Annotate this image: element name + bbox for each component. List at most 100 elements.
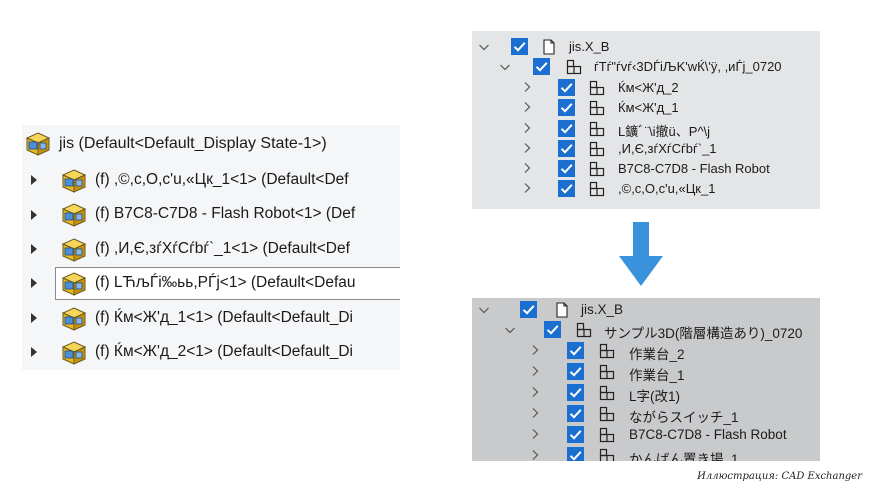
chevron-down-icon[interactable] (478, 42, 490, 52)
tree-item[interactable]: ,©,c,O,c'u,«Цк_1 (472, 179, 820, 199)
expand-arrow-icon[interactable] (31, 175, 37, 186)
check-icon (511, 38, 528, 55)
chevron-right-icon[interactable] (522, 81, 532, 93)
checkbox[interactable] (558, 180, 575, 197)
tree-item[interactable]: (f) ,©,c,O,c'u,«Цк_1<1> (Default<Def (22, 163, 400, 197)
image-caption: Иллюстрация: CAD Exchanger (697, 471, 862, 482)
chevron-right-icon[interactable] (530, 449, 540, 461)
tree-item[interactable]: B7C8-C7D8 - Flash Robot (472, 159, 820, 179)
checkbox[interactable] (511, 38, 528, 55)
assembly-icon (589, 181, 605, 197)
check-icon (567, 426, 584, 443)
chevron-right-icon[interactable] (530, 428, 540, 440)
chevron-down-icon[interactable] (499, 62, 511, 72)
tree-item[interactable]: 作業台_1 (472, 362, 820, 383)
checkbox[interactable] (520, 301, 537, 318)
assembly-icon (599, 427, 615, 443)
tree-item[interactable]: L字(改1) (472, 383, 820, 404)
tree-item-label: (f) B7C8-C7D8 - Flash Robot<1> (Def (95, 205, 356, 223)
checkbox[interactable] (567, 447, 584, 461)
expand-arrow-icon[interactable] (31, 347, 37, 358)
chevron-right-icon[interactable] (522, 142, 532, 154)
tree-assembly[interactable]: サンプル3D(階層構造あり)_0720 (472, 320, 820, 341)
check-icon (533, 58, 550, 75)
tree-item[interactable]: ながらスイッチ_1 (472, 404, 820, 425)
checkbox[interactable] (558, 79, 575, 96)
chevron-right-icon[interactable] (530, 386, 540, 398)
checkbox[interactable] (533, 58, 550, 75)
checkbox[interactable] (558, 99, 575, 116)
checkbox[interactable] (567, 384, 584, 401)
tree-root-label: jis.X_B (569, 39, 610, 54)
checkbox[interactable] (567, 342, 584, 359)
chevron-down-icon[interactable] (504, 325, 516, 335)
check-icon (567, 447, 584, 461)
chevron-right-icon[interactable] (530, 407, 540, 419)
tree-item-label: (f) LЋљЃі‰ьь,PЃj<1> (Default<Defau (95, 274, 356, 292)
assembly-icon (589, 121, 605, 137)
assembly-icon (566, 59, 582, 75)
check-icon (567, 405, 584, 422)
checkbox[interactable] (567, 405, 584, 422)
tree-item[interactable]: L鑛ﾞ¨\i撤ü、P^\j (472, 119, 820, 139)
tree-item[interactable]: B7C8-C7D8 - Flash Robot (472, 425, 820, 445)
assembly-icon (24, 131, 52, 157)
chevron-right-icon[interactable] (522, 101, 532, 113)
tree-item[interactable]: (f) ,И,Є,зѓХѓСѓbѓ`_1<1> (Default<Def (22, 232, 400, 266)
assembly-icon (599, 406, 615, 422)
arrow-down-icon (619, 222, 663, 286)
check-icon (567, 342, 584, 359)
document-icon (555, 302, 569, 318)
check-icon (558, 180, 575, 197)
checkbox[interactable] (558, 140, 575, 157)
tree-item-label: ながらスイッチ_1 (629, 410, 739, 425)
tree-item-label: L鑛ﾞ¨\i撤ü、P^\j (618, 124, 711, 139)
checkbox[interactable] (558, 160, 575, 177)
checkbox[interactable] (558, 120, 575, 137)
tree-assembly[interactable]: ѓTѓ"ѓvѓ‹3DЃiЉK'wЌ\'ÿ, ,иЃj_0720 (472, 57, 820, 77)
tree-root-label: jis.X_B (581, 302, 624, 317)
chevron-right-icon[interactable] (530, 344, 540, 356)
tree-root[interactable]: jis.X_B (472, 37, 820, 57)
expand-arrow-icon[interactable] (31, 278, 37, 289)
assembly-icon (599, 385, 615, 401)
tree-item[interactable]: ,И,Є,зѓХѓСѓbѓ`_1 (472, 139, 820, 159)
tree-item[interactable]: Ќм<Ж'д_1 (472, 98, 820, 118)
tree-item[interactable]: (f) Ќм<Ж'д_1<1> (Default<Default_Di (22, 301, 400, 335)
tree-item-label: ,©,c,O,c'u,«Цк_1 (618, 181, 716, 196)
expand-arrow-icon[interactable] (31, 312, 37, 323)
expand-arrow-icon[interactable] (31, 209, 37, 220)
chevron-right-icon[interactable] (522, 122, 532, 134)
chevron-right-icon[interactable] (530, 365, 540, 377)
check-icon (520, 301, 537, 318)
part-icon (60, 168, 88, 194)
tree-item-label: (f) ,И,Є,зѓХѓСѓbѓ`_1<1> (Default<Def (95, 239, 350, 257)
checkbox[interactable] (567, 363, 584, 380)
checkbox[interactable] (567, 426, 584, 443)
tree-item-label: ,И,Є,зѓХѓСѓbѓ`_1 (618, 141, 717, 156)
tree-root[interactable]: jis (Default<Default_Display State-1>) (24, 130, 400, 158)
tree-root[interactable]: jis.X_B (472, 300, 820, 320)
assembly-label: ѓTѓ"ѓvѓ‹3DЃiЉK'wЌ\'ÿ, ,иЃj_0720 (594, 59, 782, 74)
tree-item-selected[interactable]: (f) LЋљЃі‰ьь,PЃj<1> (Default<Defau (22, 266, 400, 300)
tree-item[interactable]: (f) B7C8-C7D8 - Flash Robot<1> (Def (22, 197, 400, 231)
tree-item-label: L字(改1) (629, 389, 681, 404)
tree-item[interactable]: Ќм<Ж'д_2 (472, 78, 820, 98)
tree-item[interactable]: かんばん置き場_1 (472, 446, 820, 461)
checkbox[interactable] (544, 321, 561, 338)
part-icon (60, 306, 88, 332)
tree-item-label: Ќм<Ж'д_2 (618, 80, 679, 95)
assembly-icon (576, 322, 592, 338)
cad-exchanger-tree-before: jis.X_B ѓTѓ"ѓvѓ‹3DЃiЉK'wЌ\'ÿ, ,иЃj_0720 … (472, 31, 820, 209)
tree-item[interactable]: (f) Ќм<Ж'д_2<1> (Default<Default_Di (22, 335, 400, 369)
check-icon (558, 140, 575, 157)
tree-item[interactable]: 作業台_2 (472, 341, 820, 362)
chevron-down-icon[interactable] (478, 305, 490, 315)
tree-item-label: B7C8-C7D8 - Flash Robot (618, 161, 770, 176)
tree-item-label: 作業台_2 (629, 347, 685, 362)
assembly-icon (589, 161, 605, 177)
chevron-right-icon[interactable] (522, 182, 532, 194)
chevron-right-icon[interactable] (522, 162, 532, 174)
expand-arrow-icon[interactable] (31, 243, 37, 254)
root-label: jis (Default<Default_Display State-1>) (59, 135, 327, 152)
